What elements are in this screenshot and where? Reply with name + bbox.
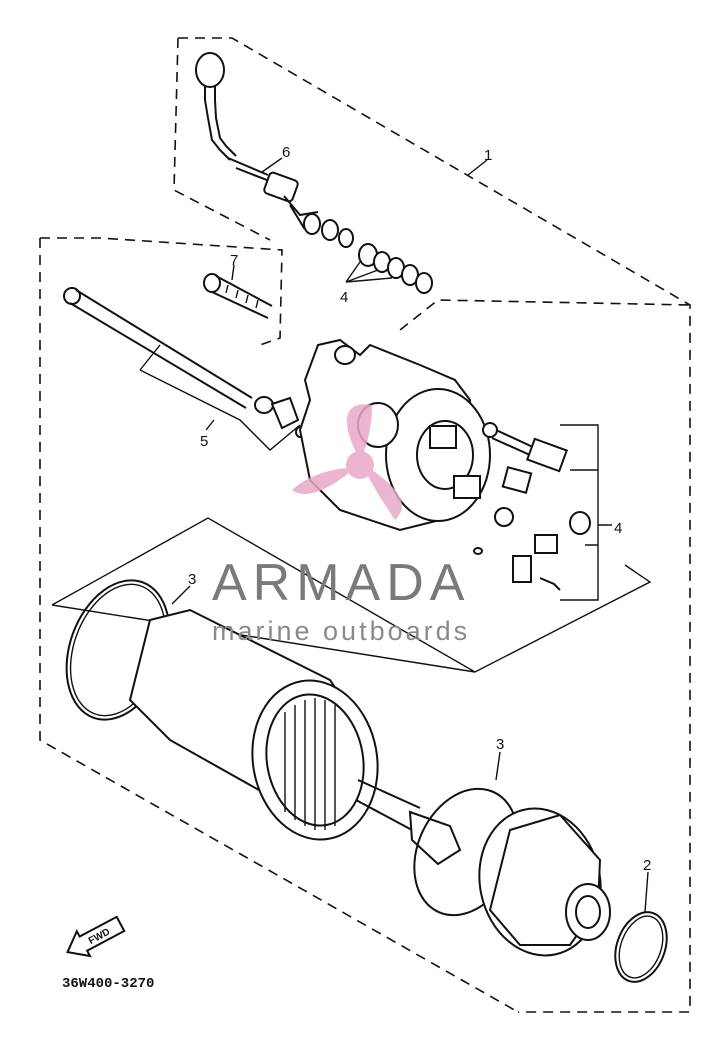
leader-6 [261,157,283,173]
assembly-1-boundary [173,37,691,1013]
o-ring-2-inner [618,915,664,979]
end-cover [298,338,491,532]
callout-5: 5 [200,433,208,450]
leader-2 [644,871,649,913]
leader-3b [495,751,501,781]
brush-group-boundary [39,237,519,1013]
brand-name: ARMADA [212,554,470,612]
bolt-7 [203,273,273,319]
callout-6: 6 [282,144,290,161]
callout-4-upper: 4 [340,289,348,306]
callout-3-left: 3 [188,571,196,588]
brush-parts [473,422,612,601]
callout-1: 1 [484,147,492,164]
fwd-arrow-icon: FWD [66,915,126,958]
armature-frame [51,517,652,673]
lead-wire [195,52,321,230]
leader-3a [171,585,191,605]
callout-4-right: 4 [614,520,622,537]
o-ring-2 [614,911,668,983]
callout-3-right: 3 [496,736,504,753]
armada-logo-icon [292,404,402,520]
upper-washer-set [303,213,433,294]
leader-7 [231,264,235,281]
callout-7: 7 [230,252,238,269]
through-bolt-5 [63,287,305,451]
yoke-housing [128,608,462,866]
part-code: 36W400-3270 [62,976,154,992]
leader-5 [205,419,215,431]
front-bracket [478,807,611,957]
brand-tagline: marine outboards [212,616,470,646]
leader-1 [467,159,488,176]
callout-2: 2 [643,857,651,874]
